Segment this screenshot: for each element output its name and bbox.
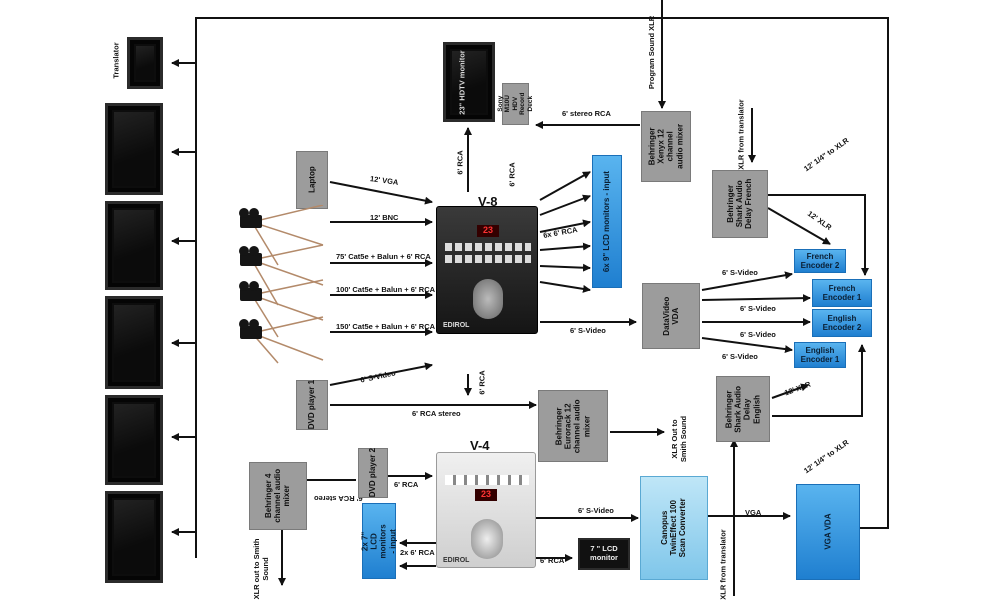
lcd-7-monitor-label: 7 " LCD monitor <box>590 544 618 562</box>
camera-tripods <box>238 205 330 365</box>
hdtv-monitor-label: 23" HDTV monitor <box>457 50 467 115</box>
xlr-translator-bottom-label: XLR from translator <box>718 529 728 600</box>
xenyx-mixer-label: Behringer Xenyx 12 channel audio mixer <box>647 124 685 169</box>
dvd-player-1: DVD player 1 <box>296 380 328 430</box>
svideo-a-label: 6' S-Video <box>722 268 758 277</box>
v4-title: V-4 <box>470 438 490 453</box>
eurorack-mixer: Behringer Eurorack 12 channel audio mixe… <box>538 390 608 462</box>
v8-brand: EDIROL <box>443 322 470 329</box>
v4-button-row <box>445 475 529 485</box>
bnc-12-label: 12' BNC <box>370 213 399 222</box>
output-monitor-3 <box>105 296 163 389</box>
lcd-monitors-9-label: 6x 9" LCD monitors - input <box>602 170 612 273</box>
french-encoder-1: French Encoder 1 <box>812 279 872 307</box>
v8-display: 23 <box>477 225 499 237</box>
v8-button-row-1 <box>445 243 531 251</box>
program-sound-label: Program Sound XLR <box>647 15 657 90</box>
xlr-smith-sound-label: XLR Out to Smith Sound <box>670 415 688 463</box>
arrow-laptop-v8 <box>329 181 433 205</box>
shark-french-label: Behringer Shark Audio Delay French <box>726 178 754 230</box>
svideo-c-label: 6' S-Video <box>740 330 776 339</box>
rca-v4-lcd-label: 6' RCA <box>540 556 565 565</box>
svideo-v4-label: 6' S-Video <box>578 506 614 515</box>
rca-lcd-label: 6' RCA <box>507 162 517 187</box>
vga-label: VGA <box>745 508 762 517</box>
record-deck: Sony M10U HDV Record Deck <box>497 83 534 125</box>
v8-fader <box>473 279 503 319</box>
svideo-v8-label: 6' S-Video <box>570 326 606 335</box>
svideo-d-label: 6' S-Video <box>722 352 758 361</box>
hdtv-monitor <box>443 42 495 122</box>
english-encoder-1: English Encoder 1 <box>794 342 846 368</box>
v4-display: 23 <box>475 489 497 501</box>
rca-dvd2-label: 6' RCA <box>394 480 419 489</box>
v8-button-row-2 <box>445 255 531 263</box>
translator-monitor <box>127 37 163 89</box>
datavideo-vda-label: DataVideo VDA <box>661 296 680 336</box>
shark-english-label: Behringer Shark Audio Delay English <box>724 385 762 433</box>
output-monitor-5 <box>105 491 163 583</box>
english-encoder-1-label: English Encoder 1 <box>800 345 840 364</box>
datavideo-vda: DataVideo VDA <box>642 283 700 349</box>
french-encoder-2: French Encoder 2 <box>794 249 846 273</box>
shark-english: Behringer Shark Audio Delay English <box>716 376 770 442</box>
eurorack-mixer-label: Behringer Eurorack 12 channel audio mixe… <box>554 399 592 453</box>
cable-100-label: 100' Cat5e + Balun + 6' RCA <box>336 285 436 294</box>
cable-75-label: 75' Cat5e + Balun + 6' RCA <box>336 252 431 261</box>
xenyx-mixer: Behringer Xenyx 12 channel audio mixer <box>641 111 691 182</box>
laptop-label: Laptop <box>307 166 317 194</box>
vga-vda-label: VGA VDA <box>823 513 833 551</box>
french-encoder-2-label: French Encoder 2 <box>800 251 840 270</box>
outer-loop-line <box>195 17 889 558</box>
v8-mixer: 23 EDIROL <box>436 206 538 334</box>
output-monitor-4 <box>105 395 163 485</box>
behringer-4ch-mixer: Behringer 4 channel audio mixer <box>249 462 307 530</box>
shark-french: Behringer Shark Audio Delay French <box>712 170 768 238</box>
english-encoder-2: English Encoder 2 <box>812 309 872 337</box>
output-monitor-2 <box>105 201 163 290</box>
cable-150-label: 150' Cat5e + Balun + 6' RCA <box>336 322 436 331</box>
svideo-b-label: 6' S-Video <box>740 304 776 313</box>
dvd-player-2-label: DVD player 2 <box>368 448 378 498</box>
xlr-translator-top-label: XLR from translator <box>736 99 746 170</box>
canopus-scan-converter: Canopus TwinEffect 100 Scan Converter <box>640 476 708 580</box>
translator-label: Translator <box>111 42 121 79</box>
stereo-rca-label: 6' stereo RCA <box>562 109 611 118</box>
rca-stereo-dvd-label: 6' RCA stereo <box>412 409 461 418</box>
output-monitor-1 <box>105 103 163 195</box>
record-deck-label: Sony M10U HDV Record Deck <box>496 92 534 116</box>
behringer-4ch-label: Behringer 4 channel audio mixer <box>264 469 292 523</box>
rca-stereo-4ch-label: 6' RCA stereo <box>314 494 363 503</box>
rca-2x6-label: 2x 6' RCA <box>400 548 435 557</box>
lcd-monitors-7: 2x 7" LCD monitors - input <box>360 503 398 579</box>
v8-title: V-8 <box>478 194 498 209</box>
french-encoder-1-label: French Encoder 1 <box>822 283 862 302</box>
rca-hdtv-label: 6' RCA <box>455 150 465 175</box>
english-encoder-2-label: English Encoder 2 <box>822 313 862 332</box>
v4-brand: EDIROL <box>443 557 470 564</box>
v4-fader <box>471 519 503 559</box>
dvd-player-1-label: DVD player 1 <box>307 380 317 430</box>
lcd-7-monitor: 7 " LCD monitor <box>578 538 630 570</box>
lcd-monitors-9: 6x 9" LCD monitors - input <box>592 155 622 288</box>
xlr-out-smith-label: XLR out to Smith Sound <box>252 538 270 600</box>
camera-graphics <box>239 205 324 364</box>
lcd-monitors-7-label: 2x 7" LCD monitors - input <box>360 523 398 559</box>
v4-mixer: 23 EDIROL <box>436 452 536 568</box>
vga-vda: VGA VDA <box>796 484 860 580</box>
arrow-dvd1-v8 <box>329 362 433 386</box>
laptop: Laptop <box>296 151 328 209</box>
dvd-player-2: DVD player 2 <box>358 448 388 498</box>
rca-v8-down-label: 6' RCA <box>477 370 487 395</box>
canopus-label: Canopus TwinEffect 100 Scan Converter <box>660 498 688 558</box>
